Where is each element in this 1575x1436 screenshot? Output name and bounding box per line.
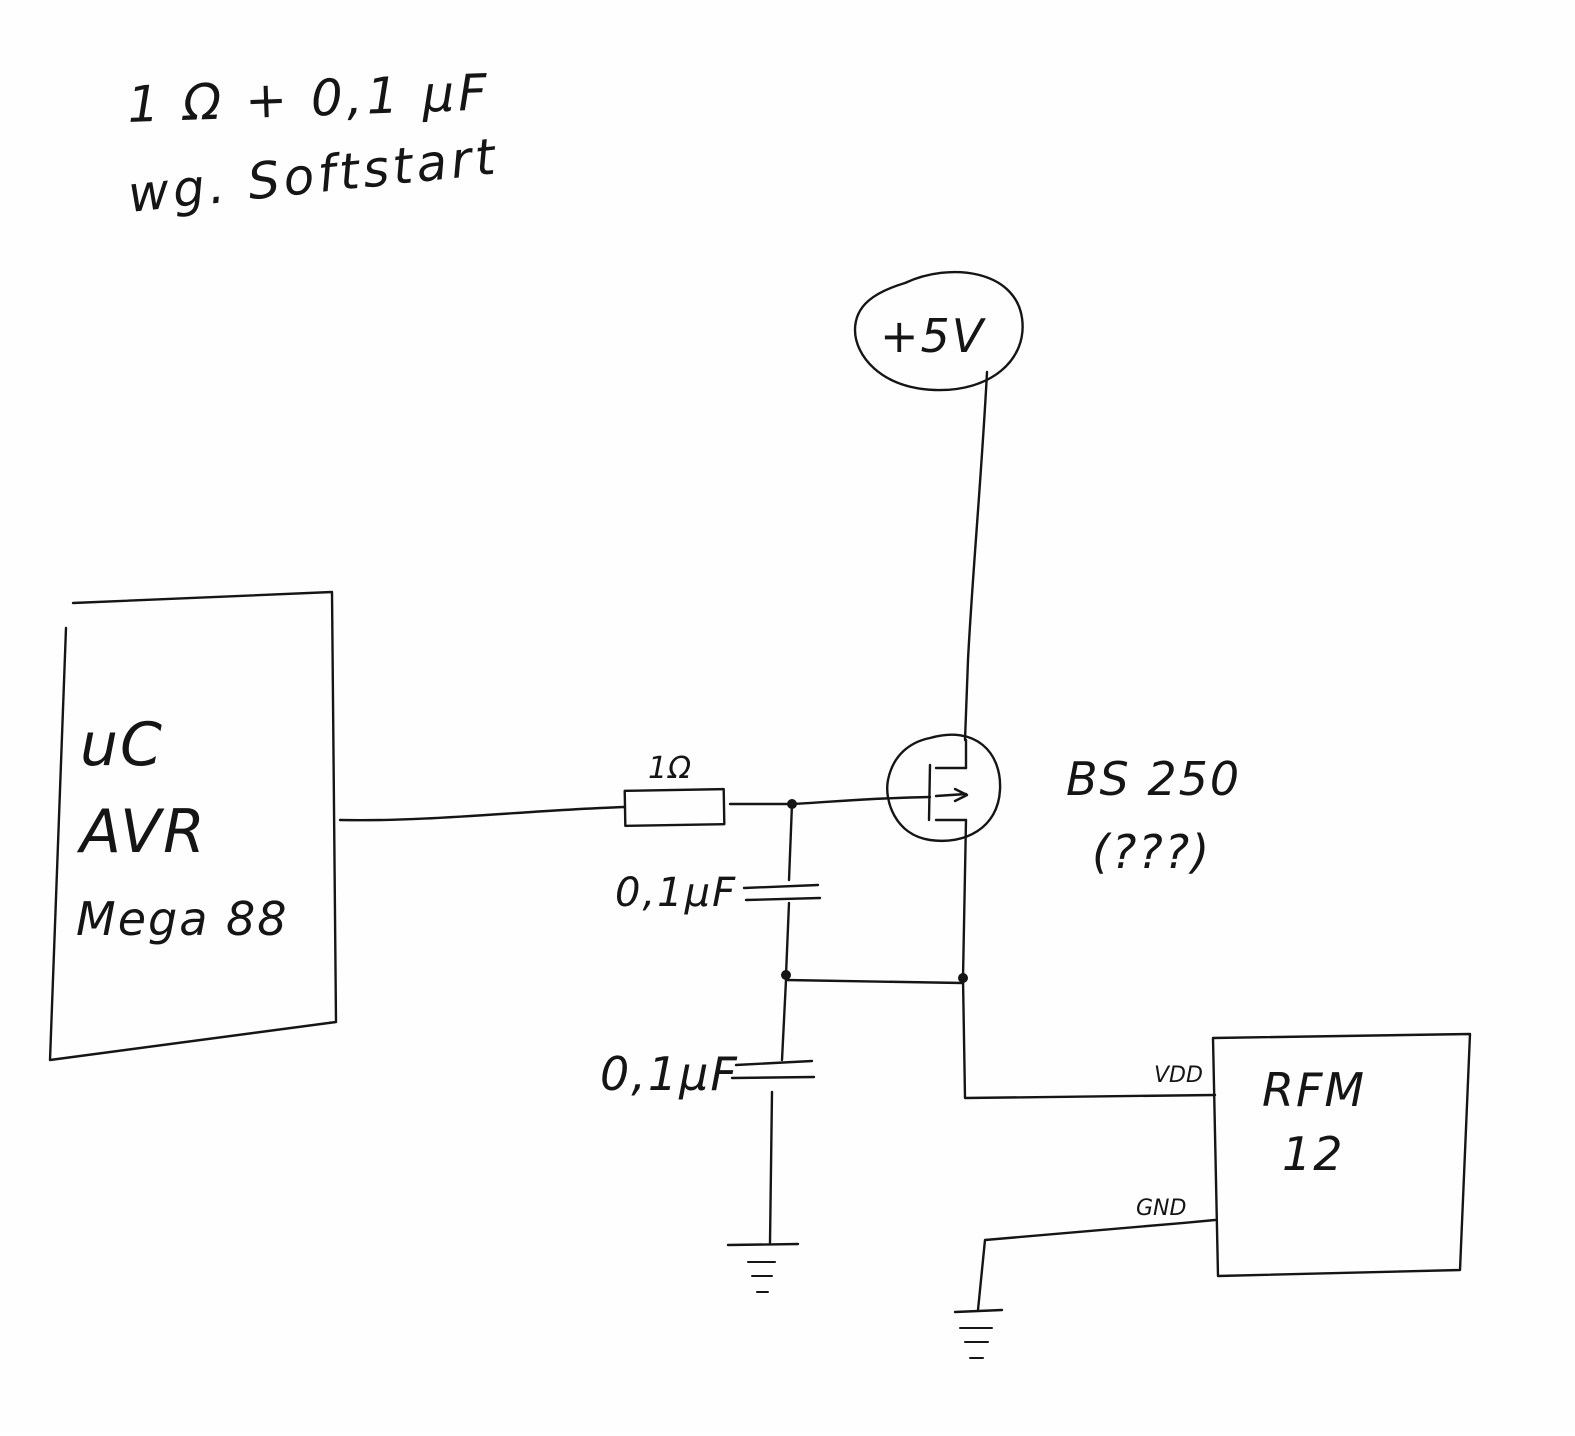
rf-module-pin-vdd: VDD bbox=[1154, 1063, 1203, 1088]
capacitor-supply-plate-top bbox=[734, 1059, 814, 1067]
transistor-gate-line bbox=[927, 763, 932, 822]
wire-gnd-to-ground bbox=[976, 1218, 1217, 1312]
wire-drain-to-vdd bbox=[961, 818, 1217, 1100]
supply-5v: +5V bbox=[853, 270, 1024, 392]
capacitor-supply-plate-bottom bbox=[730, 1075, 816, 1080]
ground-symbol-left bbox=[726, 1242, 800, 1293]
wire-uc-to-resistor bbox=[338, 805, 627, 822]
transistor-label: BS 250 bbox=[1066, 752, 1241, 806]
wire-5v-to-source bbox=[963, 370, 989, 742]
microcontroller-label-1: uC bbox=[80, 710, 164, 780]
resistor-1ohm: 1Ω bbox=[623, 751, 726, 828]
transistor-bs250: BS 250 (???) bbox=[886, 733, 1241, 879]
resistor-body bbox=[623, 787, 726, 828]
microcontroller-label-3: Mega 88 bbox=[76, 892, 289, 946]
note-line-1: 1 Ω + 0,1 µF bbox=[126, 63, 491, 134]
supply-circle bbox=[853, 270, 1024, 392]
capacitor-supply: 0,1µF bbox=[600, 1047, 816, 1101]
rf-module-block: RFM 12 VDD GND bbox=[1136, 1032, 1472, 1278]
resistor-label: 1Ω bbox=[648, 751, 692, 786]
junction-left bbox=[781, 970, 791, 980]
transistor-circle bbox=[886, 733, 1002, 843]
wire-junction-to-cap1 bbox=[787, 802, 794, 882]
wire-junction-to-drain bbox=[784, 978, 965, 985]
capacitor-gate-plate-bottom bbox=[744, 896, 822, 902]
transistor-note: (???) bbox=[1092, 825, 1211, 879]
capacitor-gate-plate-top bbox=[742, 883, 820, 890]
ground-left-bar-1 bbox=[726, 1242, 800, 1247]
ground-symbol-right bbox=[953, 1308, 1004, 1359]
note-line-2: wg. Softstart bbox=[125, 127, 501, 224]
wire-cap1-to-junction bbox=[784, 901, 791, 977]
softstart-note: 1 Ω + 0,1 µF wg. Softstart bbox=[125, 63, 501, 224]
microcontroller-box bbox=[48, 590, 338, 1062]
supply-label: +5V bbox=[880, 309, 987, 363]
capacitor-gate-label: 0,1µF bbox=[615, 870, 737, 916]
rf-module-label-1: RFM bbox=[1262, 1063, 1366, 1117]
transistor-body-lead bbox=[934, 792, 968, 798]
rf-module-box bbox=[1211, 1032, 1472, 1278]
wire-cap2-to-ground bbox=[768, 1090, 774, 1245]
microcontroller-block: uC AVR Mega 88 bbox=[48, 590, 338, 1062]
wire-junction-to-cap2 bbox=[780, 978, 788, 1062]
rf-module-label-2: 12 bbox=[1282, 1127, 1345, 1181]
ground-right-bar-1 bbox=[953, 1308, 1004, 1314]
microcontroller-label-2: AVR bbox=[76, 797, 207, 867]
capacitor-gate: 0,1µF bbox=[615, 870, 822, 916]
capacitor-supply-label: 0,1µF bbox=[600, 1047, 739, 1101]
rf-module-pin-gnd: GND bbox=[1136, 1196, 1186, 1221]
transistor-arrow bbox=[953, 787, 969, 803]
wire-resistor-to-gate bbox=[728, 795, 932, 806]
